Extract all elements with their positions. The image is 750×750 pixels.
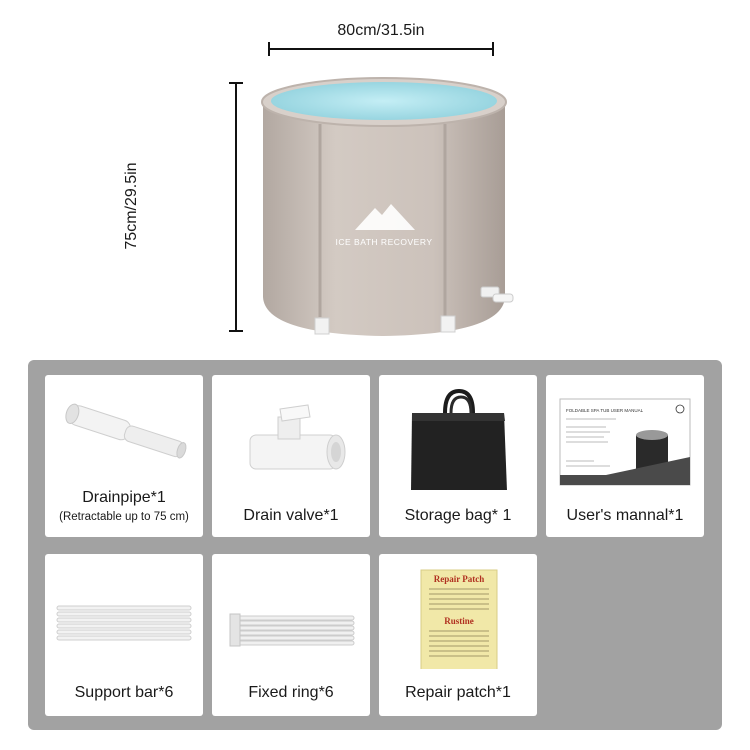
- storage-bag-label: Storage bag* 1: [404, 507, 512, 524]
- storage-bag-card: Storage bag* 1: [379, 375, 537, 537]
- repair-patch-label: Repair patch*1: [405, 684, 511, 701]
- height-dimension-line: [229, 82, 243, 332]
- support-bar-image: [45, 554, 203, 669]
- ice-bath-tub-image: ICE BATH RECOVERY: [255, 72, 515, 340]
- accessories-panel: Drainpipe*1 (Retractable up to 75 cm) Dr…: [28, 360, 722, 730]
- drain-valve-card: Drain valve*1: [212, 375, 370, 537]
- drain-valve-image: [212, 375, 370, 490]
- manual-title-text: FOLDABLE SPA TUB USER MANUAL: [566, 408, 644, 413]
- width-dimension-label: 80cm/31.5in: [337, 22, 425, 39]
- user-manual-image: FOLDABLE SPA TUB USER MANUAL: [546, 375, 704, 490]
- drainpipe-card: Drainpipe*1 (Retractable up to 75 cm): [45, 375, 203, 537]
- user-manual-card: FOLDABLE SPA TUB USER MANUAL User's mann…: [546, 375, 704, 537]
- drainpipe-image: [45, 375, 203, 490]
- fixed-ring-label: Fixed ring*6: [248, 684, 334, 701]
- storage-bag-image: [379, 375, 537, 491]
- user-manual-label: User's mannal*1: [566, 507, 684, 524]
- support-bar-label: Support bar*6: [74, 684, 174, 701]
- drainpipe-note: (Retractable up to 75 cm): [59, 511, 189, 523]
- repair-patch-card: Repair Patch Rustine Repair patch*1: [379, 554, 537, 716]
- drain-valve-label: Drain valve*1: [243, 507, 339, 524]
- fixed-ring-card: Fixed ring*6: [212, 554, 370, 716]
- width-dimension-line: [268, 42, 494, 56]
- support-bar-card: Support bar*6: [45, 554, 203, 716]
- height-dimension-label: 75cm/29.5in: [123, 162, 140, 250]
- repair-patch-subtitle: Rustine: [444, 616, 474, 626]
- repair-patch-image: Repair Patch Rustine: [379, 554, 537, 677]
- tub-brand-text: ICE BATH RECOVERY: [336, 237, 433, 247]
- fixed-ring-image: [212, 554, 370, 669]
- repair-patch-title: Repair Patch: [434, 574, 485, 584]
- drainpipe-label: Drainpipe*1: [82, 489, 166, 506]
